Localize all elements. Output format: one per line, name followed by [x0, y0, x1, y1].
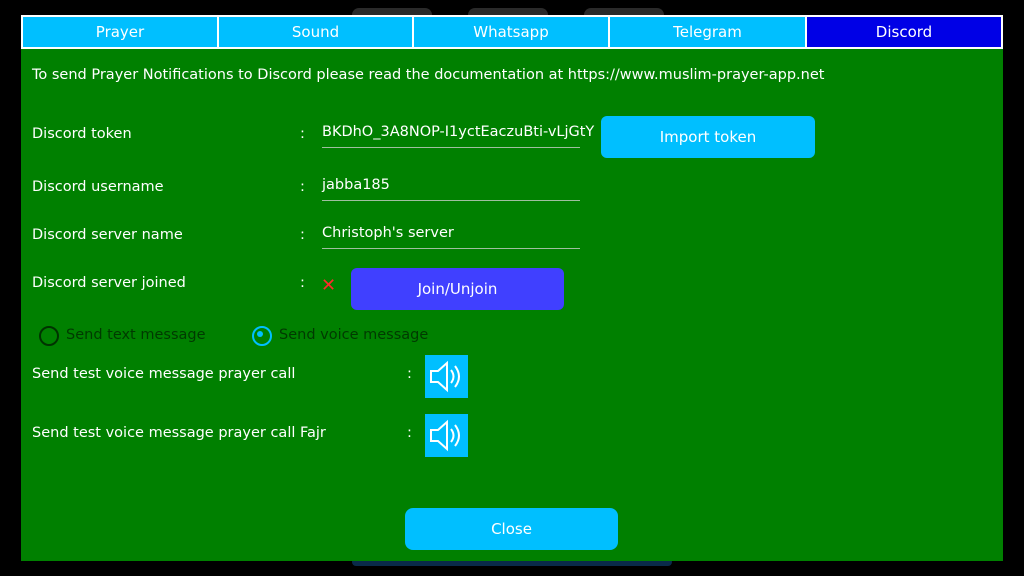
- send-voice-message-label[interactable]: Send voice message: [279, 327, 429, 343]
- speaker-icon: [430, 419, 460, 452]
- separator-colon: :: [300, 126, 305, 142]
- discord-server-name-field[interactable]: Christoph's server: [322, 220, 580, 249]
- cross-icon: ✕: [321, 275, 337, 296]
- discord-token-field[interactable]: BKDhO_3A8NOP-I1yctEaczuBti-vLjGtY: [322, 119, 594, 148]
- speaker-icon: [430, 360, 460, 393]
- discord-server-joined-label: Discord server joined: [32, 275, 186, 291]
- close-button[interactable]: Close: [405, 508, 618, 550]
- separator-colon: :: [300, 227, 305, 243]
- discord-settings-dialog: Prayer Sound Whatsapp Telegram Discord T…: [21, 15, 1003, 561]
- join-unjoin-button[interactable]: Join/Unjoin: [351, 268, 564, 310]
- send-text-message-label[interactable]: Send text message: [66, 327, 206, 343]
- intro-text: To send Prayer Notifications to Discord …: [32, 67, 825, 83]
- background-bar: [352, 558, 672, 566]
- test-voice-prayer-call-fajr-button[interactable]: [425, 414, 468, 457]
- discord-server-name-label: Discord server name: [32, 227, 183, 243]
- tab-sound[interactable]: Sound: [219, 17, 412, 47]
- import-token-button[interactable]: Import token: [601, 116, 815, 158]
- radio-send-text-message[interactable]: [39, 326, 59, 346]
- tab-whatsapp[interactable]: Whatsapp: [414, 17, 608, 47]
- separator-colon: :: [300, 275, 305, 291]
- discord-token-label: Discord token: [32, 126, 132, 142]
- tab-telegram[interactable]: Telegram: [610, 17, 805, 47]
- tab-prayer[interactable]: Prayer: [23, 17, 217, 47]
- discord-username-field[interactable]: jabba185: [322, 172, 580, 201]
- discord-username-label: Discord username: [32, 179, 164, 195]
- separator-colon: :: [300, 179, 305, 195]
- tab-bar: Prayer Sound Whatsapp Telegram Discord: [21, 15, 1003, 49]
- test-voice-prayer-call-fajr-label: Send test voice message prayer call Fajr: [32, 425, 326, 441]
- separator-colon: :: [407, 425, 412, 441]
- tab-discord[interactable]: Discord: [807, 17, 1001, 47]
- radio-send-voice-message[interactable]: [252, 326, 272, 346]
- test-voice-prayer-call-button[interactable]: [425, 355, 468, 398]
- test-voice-prayer-call-label: Send test voice message prayer call: [32, 366, 296, 382]
- separator-colon: :: [407, 366, 412, 382]
